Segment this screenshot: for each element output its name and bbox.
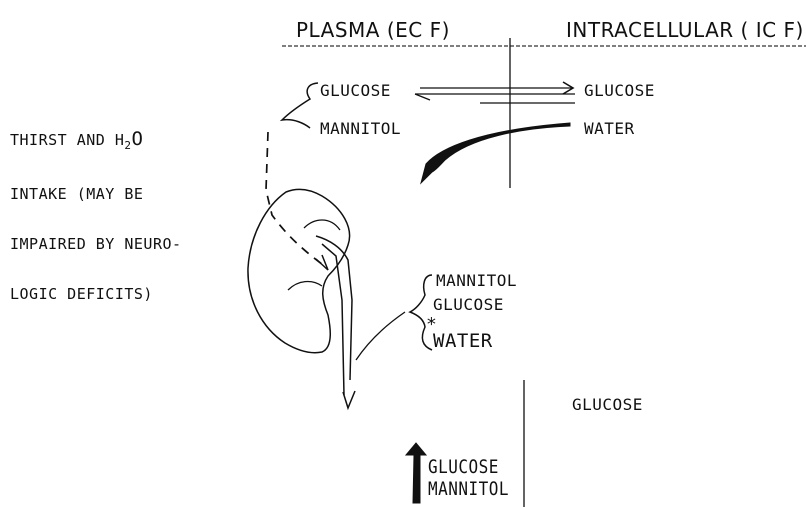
thirst-note-line-1: THIRST AND H2O [10, 129, 182, 152]
thirst-intake-note: THIRST AND H2O INTAKE (MAY BE IMPAIRED B… [10, 95, 182, 320]
thirst-note-line-3: IMPAIRED BY NEURO- [10, 236, 182, 253]
icf-water-label: WATER [584, 121, 635, 137]
plasma-solutes-brace [282, 83, 318, 128]
glucose-exchange-arrows [415, 88, 575, 100]
icf-glucose-label: GLUCOSE [584, 83, 655, 99]
urine-solutes-brace [410, 275, 432, 350]
increased-mannitol-label: MANNITOL [428, 480, 509, 498]
plasma-ecf-header: PLASMA (EC F) [296, 20, 450, 40]
intracellular-icf-header: INTRACELLULAR ( IC F) [566, 20, 804, 40]
kidney-icon [248, 189, 405, 408]
icf-glucose-lower-label: GLUCOSE [572, 397, 643, 413]
urine-water-label: WATER [433, 332, 493, 351]
plasma-glucose-label: GLUCOSE [320, 83, 391, 99]
water-shift-arrow [421, 123, 570, 183]
plasma-mannitol-label: MANNITOL [320, 121, 401, 137]
thirst-note-line-4: LOGIC DEFICITS) [10, 286, 182, 303]
urine-mannitol-label: MANNITOL [436, 273, 517, 289]
increase-arrow-icon [406, 443, 426, 503]
urine-glucose-label: GLUCOSE [433, 297, 504, 313]
increased-glucose-label: GLUCOSE [428, 458, 499, 476]
thirst-note-line-2: INTAKE (MAY BE [10, 186, 182, 203]
thirst-dashed-path [266, 132, 327, 268]
